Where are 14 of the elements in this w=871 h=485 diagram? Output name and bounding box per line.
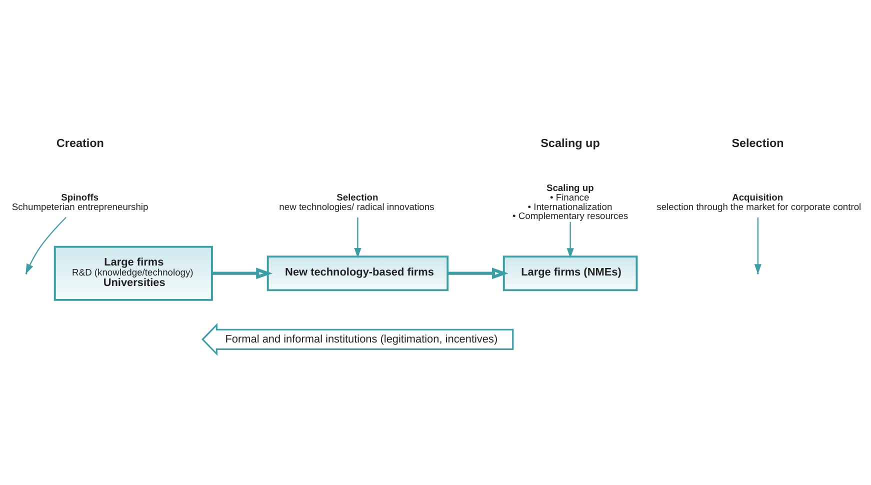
node-box: Large firms (NMEs)	[502, 256, 638, 292]
node-text: Acquisition selection through the market for corporate control	[656, 192, 862, 212]
label: Selection	[732, 137, 784, 150]
label: Creation	[56, 137, 104, 150]
node-text: Scaling up • Finance • Internationalization • Complementary resources	[512, 182, 628, 222]
node-text: Spinoffs Schumpeterian entrepreneurship	[12, 192, 148, 212]
arrow	[212, 268, 273, 280]
node-box: Large firms R&D (knowledge/technology) Universities	[54, 246, 213, 301]
arrow	[448, 268, 508, 280]
arrow	[354, 217, 362, 258]
node-box: New technology-based firms	[266, 256, 449, 292]
label: Scaling up	[540, 137, 600, 150]
arrow	[566, 222, 574, 258]
node-text: Selection new technologies/ radical innovations	[279, 192, 434, 212]
